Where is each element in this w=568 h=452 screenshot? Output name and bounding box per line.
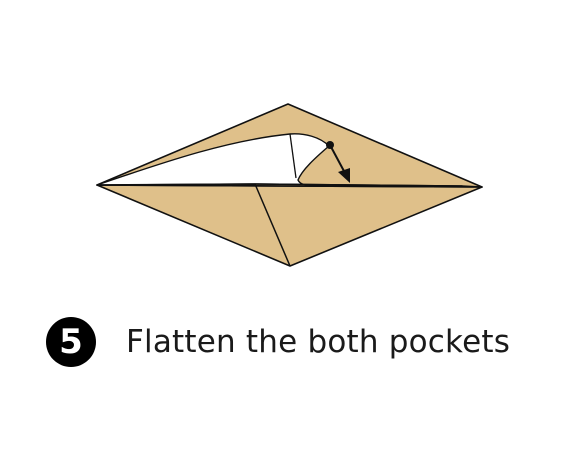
arrow-down-right-icon: [326, 141, 350, 183]
model-lower-body: [96, 184, 483, 267]
step-caption: 5 Flatten the both pockets: [46, 316, 510, 368]
step-number-badge: 5: [46, 317, 96, 367]
lower-diagonal-crease: [254, 183, 291, 267]
step-instruction: Flatten the both pockets: [126, 324, 511, 360]
pocket-inner-crease: [289, 133, 297, 179]
pocket-front-edge: [96, 183, 483, 188]
